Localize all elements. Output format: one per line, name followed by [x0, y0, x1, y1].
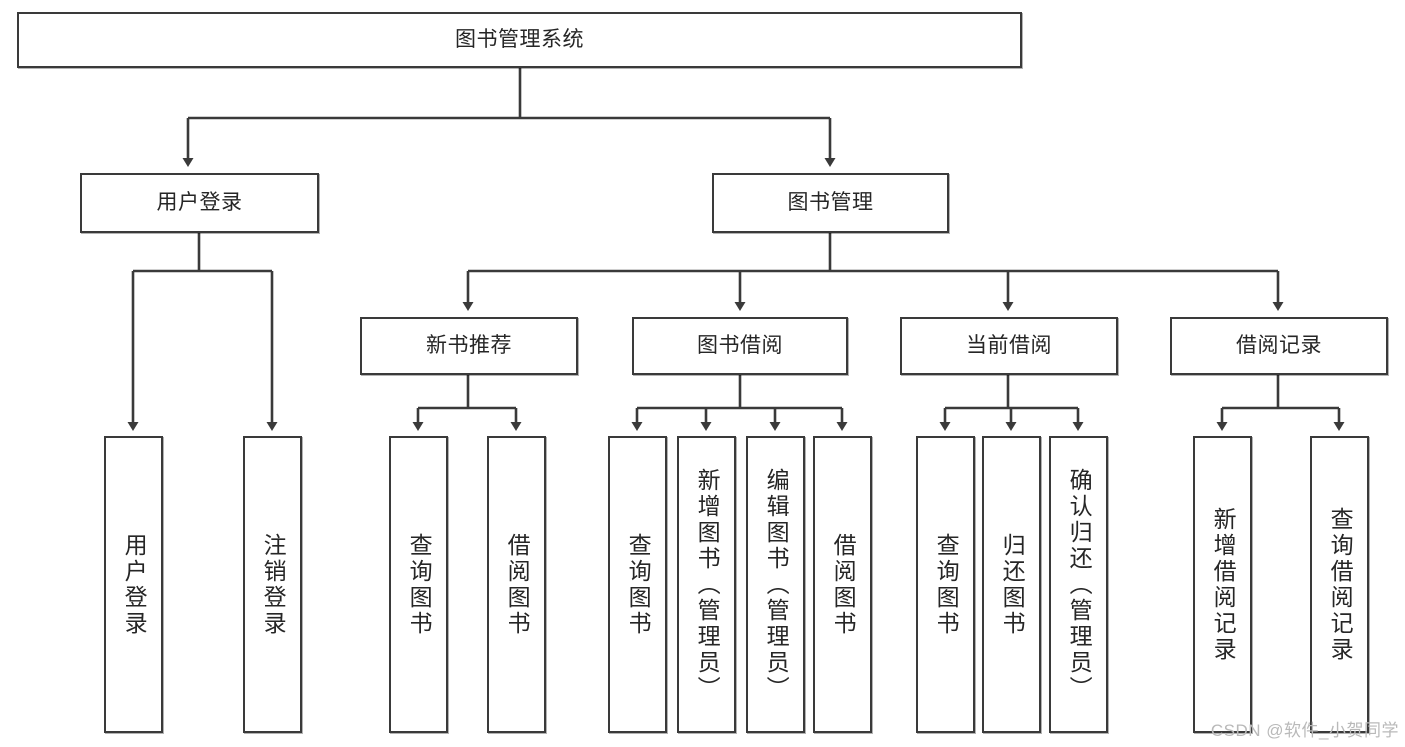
node-label: 新增借阅记录	[1210, 506, 1237, 663]
node-label: 借阅图书	[830, 532, 857, 637]
node-leaf-query-book-current[interactable]: 查询图书	[916, 436, 975, 733]
node-user-login[interactable]: 用户登录	[80, 173, 319, 233]
node-leaf-query-borrow-record[interactable]: 查询借阅记录	[1310, 436, 1369, 733]
node-book-borrow[interactable]: 图书借阅	[632, 317, 848, 375]
node-borrow-record[interactable]: 借阅记录	[1170, 317, 1388, 375]
node-label: 借阅记录	[1236, 334, 1322, 358]
node-leaf-query-book-recommend[interactable]: 查询图书	[389, 436, 448, 733]
node-label: 图书借阅	[697, 334, 783, 358]
node-leaf-add-borrow-record[interactable]: 新增借阅记录	[1193, 436, 1252, 733]
node-leaf-borrow-book[interactable]: 借阅图书	[813, 436, 872, 733]
node-label: 当前借阅	[966, 334, 1052, 358]
node-leaf-logout[interactable]: 注销登录	[243, 436, 302, 733]
node-label: 新增图书（管理员）	[694, 467, 721, 702]
node-leaf-edit-book-admin[interactable]: 编辑图书（管理员）	[746, 436, 805, 733]
node-leaf-borrow-book-recommend[interactable]: 借阅图书	[487, 436, 546, 733]
node-book-management[interactable]: 图书管理	[712, 173, 949, 233]
node-label: 查询图书	[933, 532, 960, 637]
node-label: 借阅图书	[504, 532, 531, 637]
node-leaf-confirm-return-admin[interactable]: 确认归还（管理员）	[1049, 436, 1108, 733]
node-label: 图书管理	[787, 191, 874, 215]
node-root-book-management-system[interactable]: 图书管理系统	[17, 12, 1022, 68]
node-current-borrow[interactable]: 当前借阅	[900, 317, 1118, 375]
node-label: 查询图书	[625, 532, 652, 637]
node-new-book-recommend[interactable]: 新书推荐	[360, 317, 578, 375]
node-leaf-return-book[interactable]: 归还图书	[982, 436, 1041, 733]
node-label: 用户登录	[121, 532, 148, 637]
node-label: 查询图书	[406, 532, 433, 637]
node-leaf-query-book-borrow[interactable]: 查询图书	[608, 436, 667, 733]
node-label: 确认归还（管理员）	[1066, 467, 1093, 702]
node-label: 编辑图书（管理员）	[763, 467, 790, 702]
node-label: 查询借阅记录	[1327, 506, 1354, 663]
node-label: 归还图书	[999, 532, 1026, 637]
node-label: 注销登录	[260, 532, 287, 637]
node-leaf-user-login[interactable]: 用户登录	[104, 436, 163, 733]
node-leaf-add-book-admin[interactable]: 新增图书（管理员）	[677, 436, 736, 733]
node-label: 用户登录	[156, 191, 243, 215]
node-label: 新书推荐	[426, 334, 512, 358]
watermark: CSDN @软件_小贺同学	[1210, 721, 1399, 740]
node-label: 图书管理系统	[455, 28, 584, 52]
